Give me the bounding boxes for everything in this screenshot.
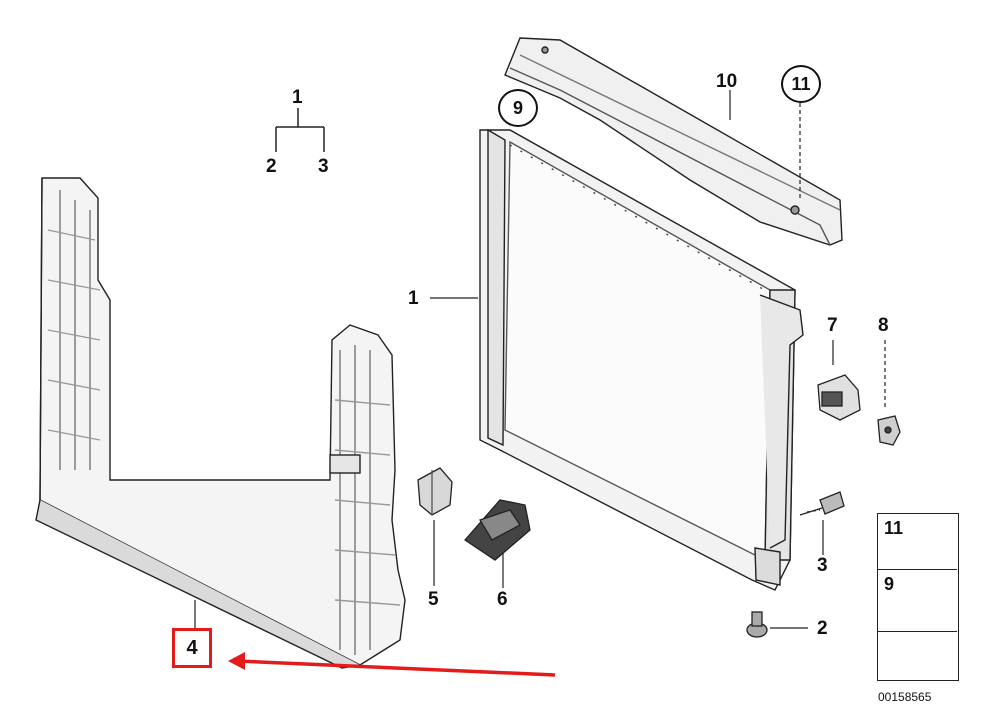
mount-part-6	[464, 499, 531, 561]
label-part-1-top: 1	[292, 87, 303, 108]
clip-part-8	[877, 415, 901, 446]
legend-row-9-number: 9	[884, 574, 895, 594]
hierarchy-lines	[275, 108, 325, 152]
label-part-5: 5	[428, 589, 439, 610]
hardware-legend: 11 9	[877, 513, 959, 681]
bolt-part-2	[746, 611, 768, 638]
label-part-3-screw: 3	[817, 555, 828, 576]
legend-row-11-number: 11	[884, 518, 904, 538]
label-part-2-bolt: 2	[817, 618, 828, 639]
label-part-8: 8	[878, 315, 889, 336]
upper-support-bar	[504, 37, 843, 246]
label-part-7: 7	[827, 315, 838, 336]
radiator	[479, 128, 804, 591]
label-part-1-radiator: 1	[408, 288, 419, 309]
fan-shroud-frame	[35, 177, 406, 669]
label-part-10: 10	[716, 71, 738, 92]
mount-part-5	[417, 467, 453, 516]
red-arrow	[228, 652, 556, 677]
legend-row-9: 9	[878, 570, 957, 632]
screw-part-3	[799, 491, 845, 516]
label-part-2-top: 2	[266, 156, 277, 177]
legend-row-11: 11	[878, 514, 957, 570]
bracket-part-7	[817, 374, 861, 421]
label-part-3-top: 3	[318, 156, 329, 177]
label-part-4-highlighted: 4	[172, 628, 212, 668]
label-part-6: 6	[497, 589, 508, 610]
label-part-11-circled: 11	[781, 65, 821, 103]
leader-lines	[194, 90, 886, 629]
document-number: 00158565	[878, 690, 932, 704]
label-part-9-circled: 9	[498, 89, 538, 127]
